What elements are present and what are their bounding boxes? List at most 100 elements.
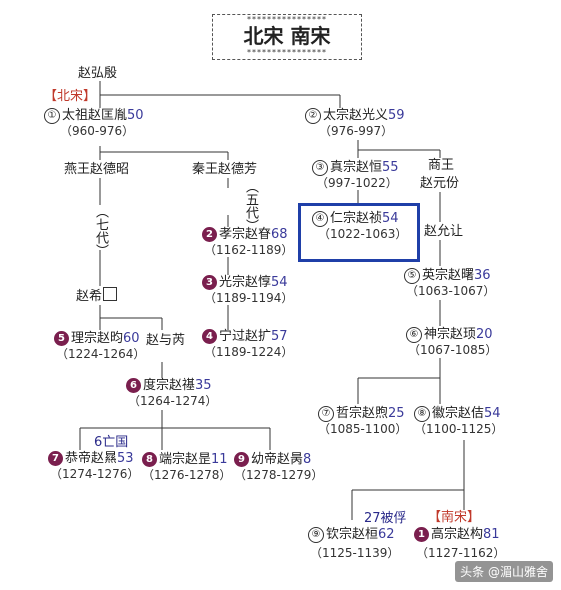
age: 57 [271, 329, 288, 344]
age: 54 [484, 406, 501, 421]
reign-years: （1224-1264） [56, 347, 146, 361]
reign-number: ③ [312, 160, 328, 176]
highlight-box [298, 203, 420, 262]
reign-number: 4 [202, 329, 217, 344]
emperor-name: 端宗赵昰 [159, 452, 212, 467]
emperor-name: 孝宗赵眘 [219, 227, 272, 242]
reign-number: ⑧ [414, 406, 430, 422]
reign-number: ④ [312, 211, 328, 227]
age: 55 [382, 160, 399, 175]
emperor-name: 神宗赵顼 [424, 327, 477, 342]
reign-years: （1189-1224） [204, 345, 294, 359]
title-box: **************** 北宋 南宋 **************** [212, 14, 362, 60]
tag-south-song: 【南宋】 [428, 510, 481, 525]
emperor-name: 恭帝赵㬎 [65, 451, 118, 466]
node-zhao-xi: 赵希 [76, 287, 118, 305]
reign-years: （1063-1067） [406, 284, 496, 298]
emperor-name: 哲宗赵煦 [336, 406, 389, 421]
age: 36 [474, 268, 491, 283]
reign-number: 2 [202, 227, 217, 242]
reign-years: （1085-1100） [318, 422, 408, 436]
reign-years: （976-997） [319, 124, 394, 138]
emperor-name: 高宗赵构 [431, 527, 484, 542]
age: 68 [271, 227, 288, 242]
age: 60 [123, 331, 140, 346]
emperor-name: 光宗赵惇 [219, 275, 272, 290]
title-stars-bottom: **************** [247, 48, 327, 57]
reign-years: （1264-1274） [128, 394, 218, 408]
node-zhao-yurui: 赵与芮 [146, 333, 186, 348]
age: 53 [117, 451, 134, 466]
reign-number: 6 [126, 378, 141, 393]
age: 59 [388, 108, 405, 123]
generation-gap-seven-label: （七代） [93, 205, 108, 257]
reign-years: （1067-1085） [408, 343, 498, 357]
node-shang-wang-name: 赵元份 [420, 176, 460, 191]
reign-number: ② [305, 108, 321, 124]
age: 8 [303, 452, 312, 467]
age: 54 [382, 211, 399, 226]
emperor-name: 度宗赵禥 [143, 378, 196, 393]
reign-years: （997-1022） [316, 176, 398, 190]
emperor-name: 幼帝赵昺 [251, 452, 304, 467]
node-shang-wang-title: 商王 [428, 158, 455, 173]
reign-years: （1274-1276） [50, 467, 140, 481]
tag-north-song: 【北宋】 [44, 89, 97, 104]
reign-number: 7 [48, 451, 63, 466]
reign-number: 8 [142, 452, 157, 467]
emperor-name: 太宗赵光义 [323, 108, 389, 123]
reign-number: 1 [414, 527, 429, 542]
age: 54 [271, 275, 288, 290]
emperor-name: 英宗赵曙 [422, 268, 475, 283]
reign-years: （960-976） [60, 124, 135, 138]
reign-number: ① [44, 108, 60, 124]
watermark: 头条 @湄山雅舍 [455, 561, 553, 582]
reign-years: （1189-1194） [204, 291, 294, 305]
reign-years: （1127-1162） [416, 546, 506, 560]
age: 11 [211, 452, 228, 467]
reign-number: ⑥ [406, 327, 422, 343]
reign-number: ⑤ [404, 268, 420, 284]
emperor-name: 宁过赵扩 [219, 329, 272, 344]
age: 81 [483, 527, 500, 542]
age: 20 [476, 327, 493, 342]
reign-years: （1278-1279） [234, 468, 324, 482]
page-title: 北宋 南宋 [243, 24, 331, 48]
emperor-name: 钦宗赵桓 [326, 527, 379, 542]
reign-years: （1022-1063） [318, 227, 408, 241]
zhao-xi-name: 赵希 [76, 289, 103, 304]
emperor-name: 太祖赵匡胤 [62, 108, 128, 123]
generation-gap-seven: （七代） [92, 205, 108, 262]
reign-number: 3 [202, 275, 217, 290]
age: 25 [388, 406, 405, 421]
reign-years: （1276-1278） [142, 468, 232, 482]
title-stars-top: **************** [247, 15, 327, 24]
root-ancestor: 赵弘殷 [78, 66, 118, 81]
reign-number: ⑦ [318, 406, 334, 422]
reign-years: （1125-1139） [310, 546, 400, 560]
reign-years: （1162-1189） [204, 243, 294, 257]
note-captured: 27被俘 [364, 511, 407, 526]
age: 35 [195, 378, 212, 393]
reign-number: ⑨ [308, 527, 324, 543]
emperor-name: 徽宗赵佶 [432, 406, 485, 421]
emperor-name: 仁宗赵祯 [330, 211, 383, 226]
note-fall-of-dynasty: 6亡国 [94, 435, 129, 450]
age: 50 [127, 108, 144, 123]
emperor-name: 真宗赵恒 [330, 160, 383, 175]
node-zhao-yunrang: 赵允让 [424, 224, 464, 239]
